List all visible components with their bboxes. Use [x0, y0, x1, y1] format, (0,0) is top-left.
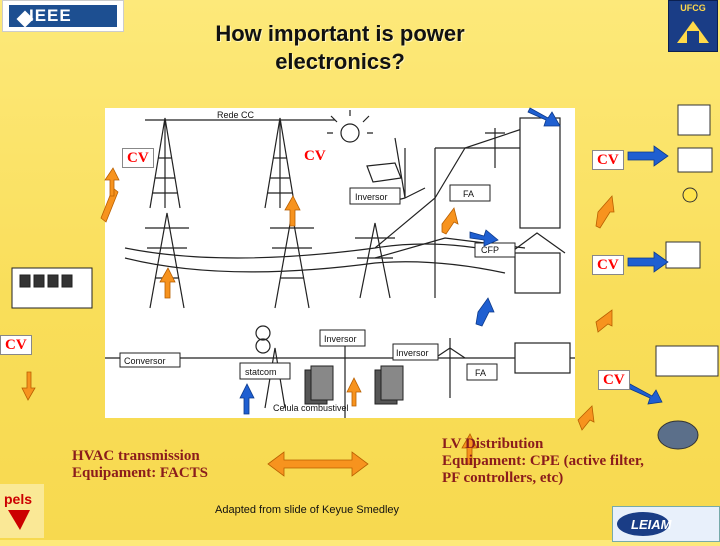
hvac-caption: HVAC transmission Equipament: FACTS: [72, 448, 208, 481]
cv-label: CV: [304, 148, 326, 164]
label-inversor-mid: Inversor: [324, 334, 357, 344]
label-fa-bottom: FA: [475, 368, 486, 378]
tv-icon: [677, 147, 713, 173]
motor-drive-icon: [655, 345, 719, 377]
title-line-2: electronics?: [275, 49, 405, 74]
slide-title: How important is power electronics?: [170, 20, 510, 76]
label-celula: Celula combustivel: [273, 403, 349, 413]
label-inversor-top: Inversor: [355, 192, 388, 202]
lightbulb-icon: [682, 187, 698, 203]
label-cfp: CFP: [481, 245, 499, 255]
label-fa-top: FA: [463, 189, 474, 199]
cv-label: CV: [122, 148, 154, 168]
label-rede-cc: Rede CC: [217, 110, 255, 120]
cv-label: CV: [592, 255, 624, 275]
svg-text:LEIAM: LEIAM: [631, 517, 673, 532]
cv-label: CV: [0, 335, 32, 355]
double-arrow-icon: [267, 451, 369, 477]
credit-text: Adapted from slide of Keyue Smedley: [215, 504, 400, 516]
lv-caption: LV Distribution Equipament: CPE (active …: [442, 436, 644, 486]
ufcg-logo: UFCG: [668, 0, 718, 52]
ieee-logo: IEEE: [2, 0, 124, 32]
motor-icon: [657, 420, 699, 450]
computer-icon: [665, 241, 701, 269]
label-conversor: Conversor: [124, 356, 166, 366]
label-inversor-right: Inversor: [396, 348, 429, 358]
title-line-1: How important is power: [215, 21, 465, 46]
leiam-logo: LEIAM: [612, 506, 720, 542]
cv-label: CV: [592, 150, 624, 170]
pels-logo: pels: [0, 484, 44, 538]
cv-label: CV: [598, 370, 630, 390]
label-statcom: statcom: [245, 367, 277, 377]
svg-text:pels: pels: [4, 491, 32, 507]
fridge-icon: [677, 104, 711, 136]
